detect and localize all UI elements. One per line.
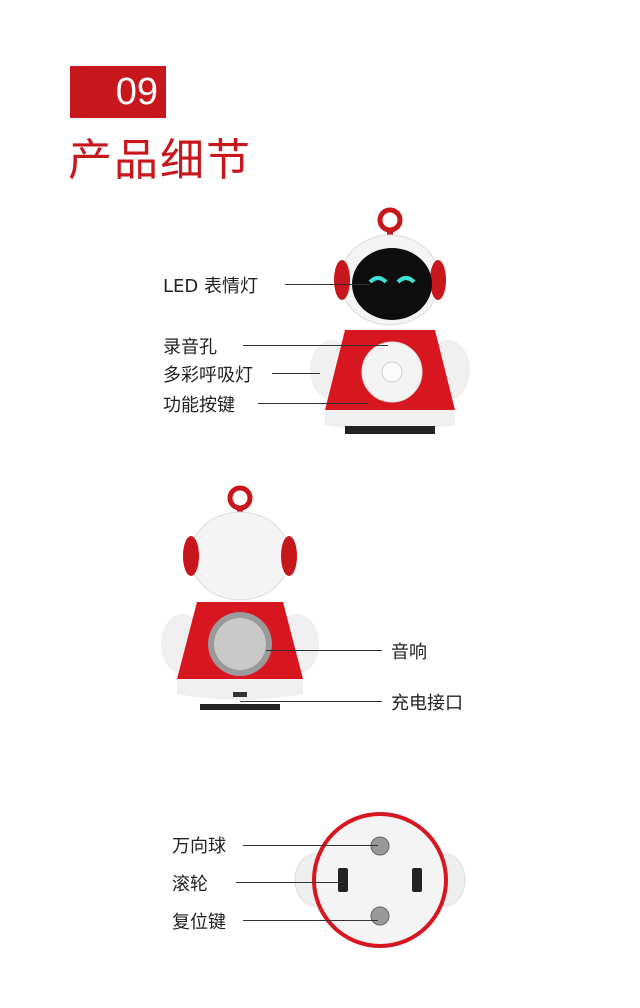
pointer-line [272, 373, 320, 374]
pointer-line [243, 345, 388, 346]
robot-front-illustration [310, 207, 470, 434]
label-roller: 滚轮 [172, 874, 208, 895]
pointer-line [243, 845, 378, 846]
pointer-line [258, 403, 368, 404]
label-speaker: 音响 [391, 642, 427, 663]
robot-back-illustration [161, 485, 319, 710]
label-function-keys: 功能按键 [163, 395, 235, 416]
pointer-line [266, 650, 382, 651]
label-led-expression-light: LED 表情灯 [163, 276, 258, 297]
robot-bottom-illustration [294, 812, 466, 948]
label-recording-hole: 录音孔 [163, 337, 217, 358]
label-charging-port: 充电接口 [391, 693, 463, 714]
pointer-line [285, 284, 370, 285]
page-title: 产品细节 [68, 135, 252, 186]
label-universal-ball: 万向球 [172, 836, 226, 857]
label-breathing-light: 多彩呼吸灯 [163, 365, 253, 386]
pointer-line [240, 701, 382, 702]
label-reset-button: 复位键 [172, 912, 226, 933]
pointer-line [243, 920, 378, 921]
pointer-line [236, 882, 344, 883]
section-number-badge: 09 [70, 66, 166, 118]
